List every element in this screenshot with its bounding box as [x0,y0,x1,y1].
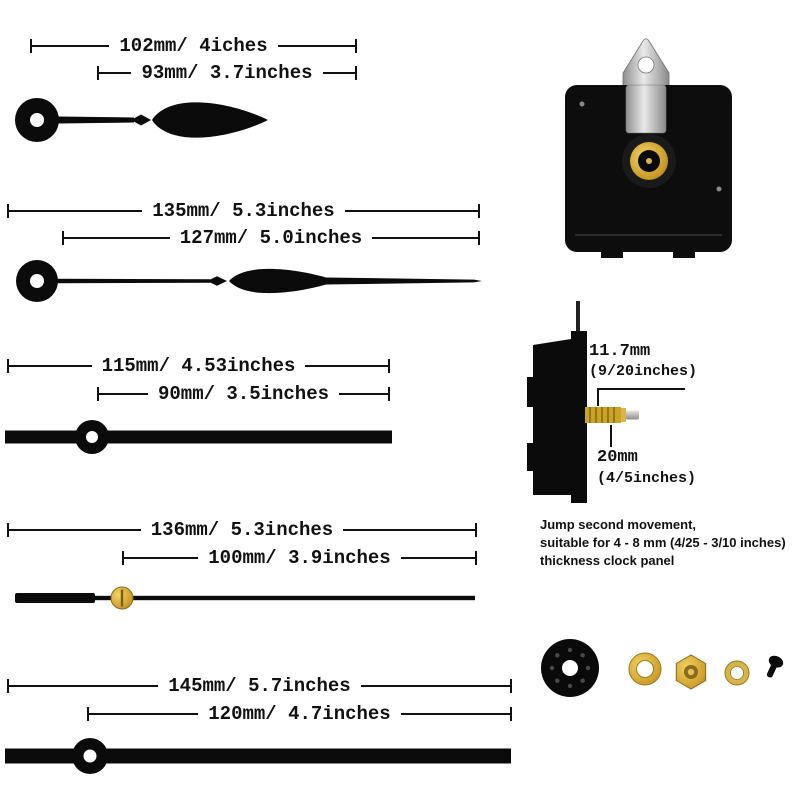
hex-nut-icon [675,654,707,690]
dim-tick [97,66,99,80]
brass-ring-icon [724,660,750,686]
hanger-bracket-icon [622,38,670,90]
dim-tick [87,707,89,721]
dim-tick [7,679,9,693]
dim-line [9,210,143,212]
dim-minute-spade-total: 135mm/ 5.3inches [7,199,480,222]
dim-minute-spade-partial: 127mm/ 5.0inches [62,226,480,249]
dim-line [400,557,475,559]
shaft-thread-length-inches-label: (9/20inches) [589,363,698,380]
dim-tick [510,679,512,693]
dim-tick [30,39,32,53]
dim-label: 90mm/ 3.5inches [157,382,330,405]
dim-straight-hour-total: 115mm/ 4.53inches [7,354,390,377]
dim-line [9,529,141,531]
dim-line [99,393,148,395]
dim-tick [355,39,358,53]
dim-tick [7,204,9,218]
brass-washer-icon [628,652,662,686]
dim-tick [7,523,9,537]
shaft-thread-length-label: 11.7mm [589,342,651,361]
mounting-pin-icon [766,655,784,678]
mounting-parts-graphic [541,639,784,697]
dim-line [277,45,356,47]
hour-hand-spade-graphic [15,98,268,142]
dim-second-hand-partial: 100mm/ 3.9inches [122,546,477,569]
dim-line [400,713,510,715]
dim-tick [478,204,480,218]
note-line-1: Jump second movement, [540,517,697,532]
dim-label: 115mm/ 4.53inches [101,354,296,377]
dim-line [343,529,475,531]
second-hand-graphic [15,586,475,610]
note-line-3: thickness clock panel [540,553,675,569]
rubber-gasket-icon [541,639,599,697]
hour-hand-straight-graphic [5,420,392,454]
dim-line [32,45,110,47]
dim-tick [475,523,477,537]
dim-line [99,72,132,74]
dim-line [305,365,388,367]
dim-label: 100mm/ 3.9inches [208,546,391,569]
threaded-shaft-icon [585,407,639,423]
dim-tick [97,387,99,401]
dim-label: 93mm/ 3.7inches [141,61,313,84]
dim-second-hand-total: 136mm/ 5.3inches [7,518,477,541]
dim-tick [510,707,512,721]
dim-tick [122,551,124,565]
annotation-line [597,388,685,390]
hanger-edge-icon [576,301,580,341]
note-line-2: suitable for 4 - 8 mm (4/25 - 3/10 inche… [540,535,786,551]
dim-straight-minute-partial: 120mm/ 4.7inches [87,702,512,725]
dim-tick [7,359,9,373]
shaft-total-length-inches-label: (4/5inches) [597,470,697,487]
dim-label: 102mm/ 4iches [119,34,268,57]
dim-tick [475,551,477,565]
minute-hand-spade-graphic [16,260,482,302]
dim-tick [355,66,357,80]
dim-line [344,210,478,212]
dim-line [360,685,510,687]
dim-label: 135mm/ 5.3inches [152,199,335,222]
dim-line [322,72,355,74]
dim-line [124,557,199,559]
dim-tick [388,387,390,401]
dim-label: 136mm/ 5.3inches [150,518,334,541]
dim-line [9,685,159,687]
dim-straight-hour-partial: 90mm/ 3.5inches [97,382,390,405]
minute-hand-straight-graphic [5,738,511,774]
shaft-total-length-label: 20mm [597,448,638,467]
dim-label: 127mm/ 5.0inches [179,226,363,249]
dim-label: 145mm/ 5.7inches [168,674,351,697]
dim-hour-spade-total: 102mm/ 4iches [30,34,358,57]
dim-tick [62,231,64,245]
dim-line [339,393,388,395]
dim-tick [388,359,390,373]
movement-note: Jump second movement, suitable for 4 - 8… [540,516,800,571]
annotation-line [610,425,612,447]
clock-movement-front-graphic [565,38,732,258]
dim-line [64,237,170,239]
dim-line [372,237,478,239]
dim-straight-minute-total: 145mm/ 5.7inches [7,674,512,697]
dim-tick [478,231,480,245]
dim-line [9,365,92,367]
dim-line [89,713,199,715]
dim-label: 120mm/ 4.7inches [208,702,391,725]
annotation-line [597,388,599,406]
clock-movement-side-graphic [527,301,639,503]
dim-hour-spade-partial: 93mm/ 3.7inches [97,61,357,84]
